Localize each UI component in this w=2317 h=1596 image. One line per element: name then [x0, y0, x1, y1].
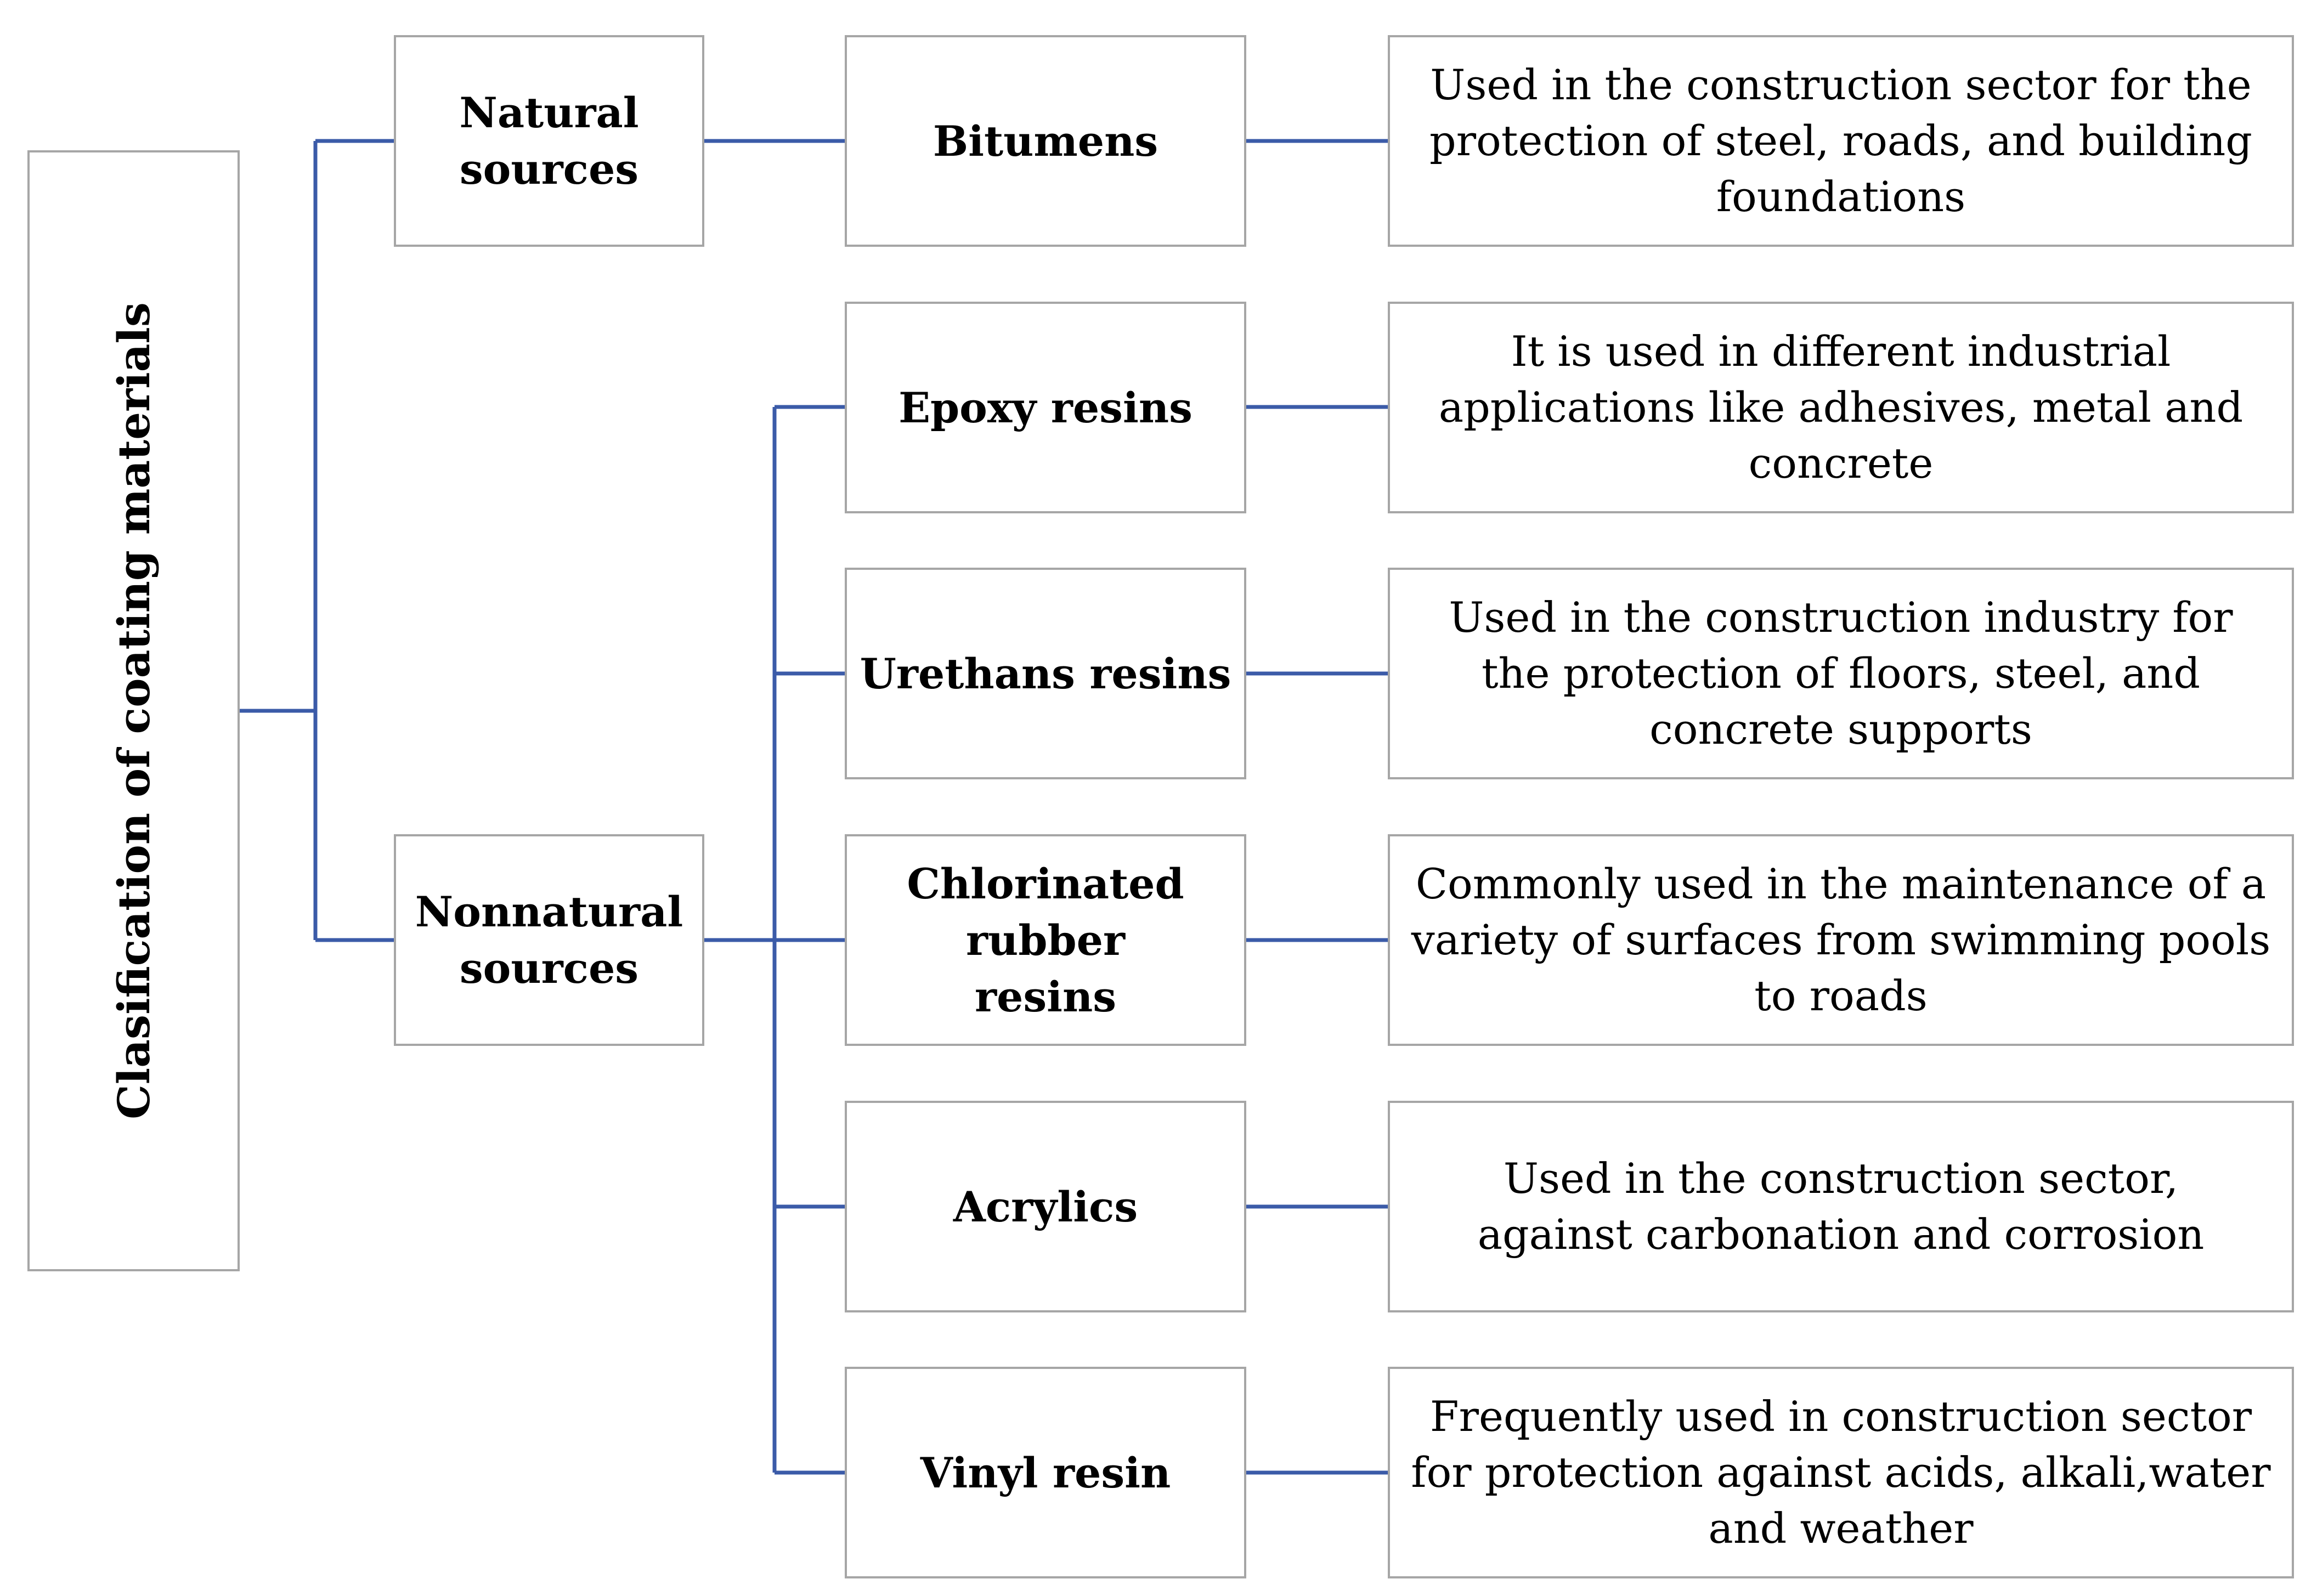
- root-box: [27, 150, 240, 1271]
- description-bitumens: Used in the construction sector for the …: [1388, 35, 2294, 247]
- material-urethans-resins: Urethans resins: [845, 568, 1246, 779]
- group-natural-sources: Natural sources: [394, 35, 704, 247]
- description-chlorinated-rubber-resins: Commonly used in the maintenance of a va…: [1388, 834, 2294, 1046]
- material-vinyl-resin: Vinyl resin: [845, 1367, 1246, 1578]
- root-label: Clasification of coating materials: [108, 302, 160, 1119]
- connector-nonnatural-to-materials: [704, 405, 845, 1475]
- description-epoxy-resins: It is used in different industrial appli…: [1388, 302, 2294, 513]
- material-epoxy-resins: Epoxy resins: [845, 302, 1246, 513]
- description-urethans-resins: Used in the construction industry for th…: [1388, 568, 2294, 779]
- material-bitumens: Bitumens: [845, 35, 1246, 247]
- material-chlorinated-rubber-resins: Chlorinated rubber resins: [845, 834, 1246, 1046]
- description-acrylics: Used in the construction sector, against…: [1388, 1101, 2294, 1312]
- group-nonnatural-sources: Nonnatural sources: [394, 834, 704, 1046]
- description-vinyl-resin: Frequently used in construction sector f…: [1388, 1367, 2294, 1578]
- connector-root-to-groups: [240, 139, 394, 942]
- material-acrylics: Acrylics: [845, 1101, 1246, 1312]
- connector-material-to-description: [1246, 139, 1388, 1475]
